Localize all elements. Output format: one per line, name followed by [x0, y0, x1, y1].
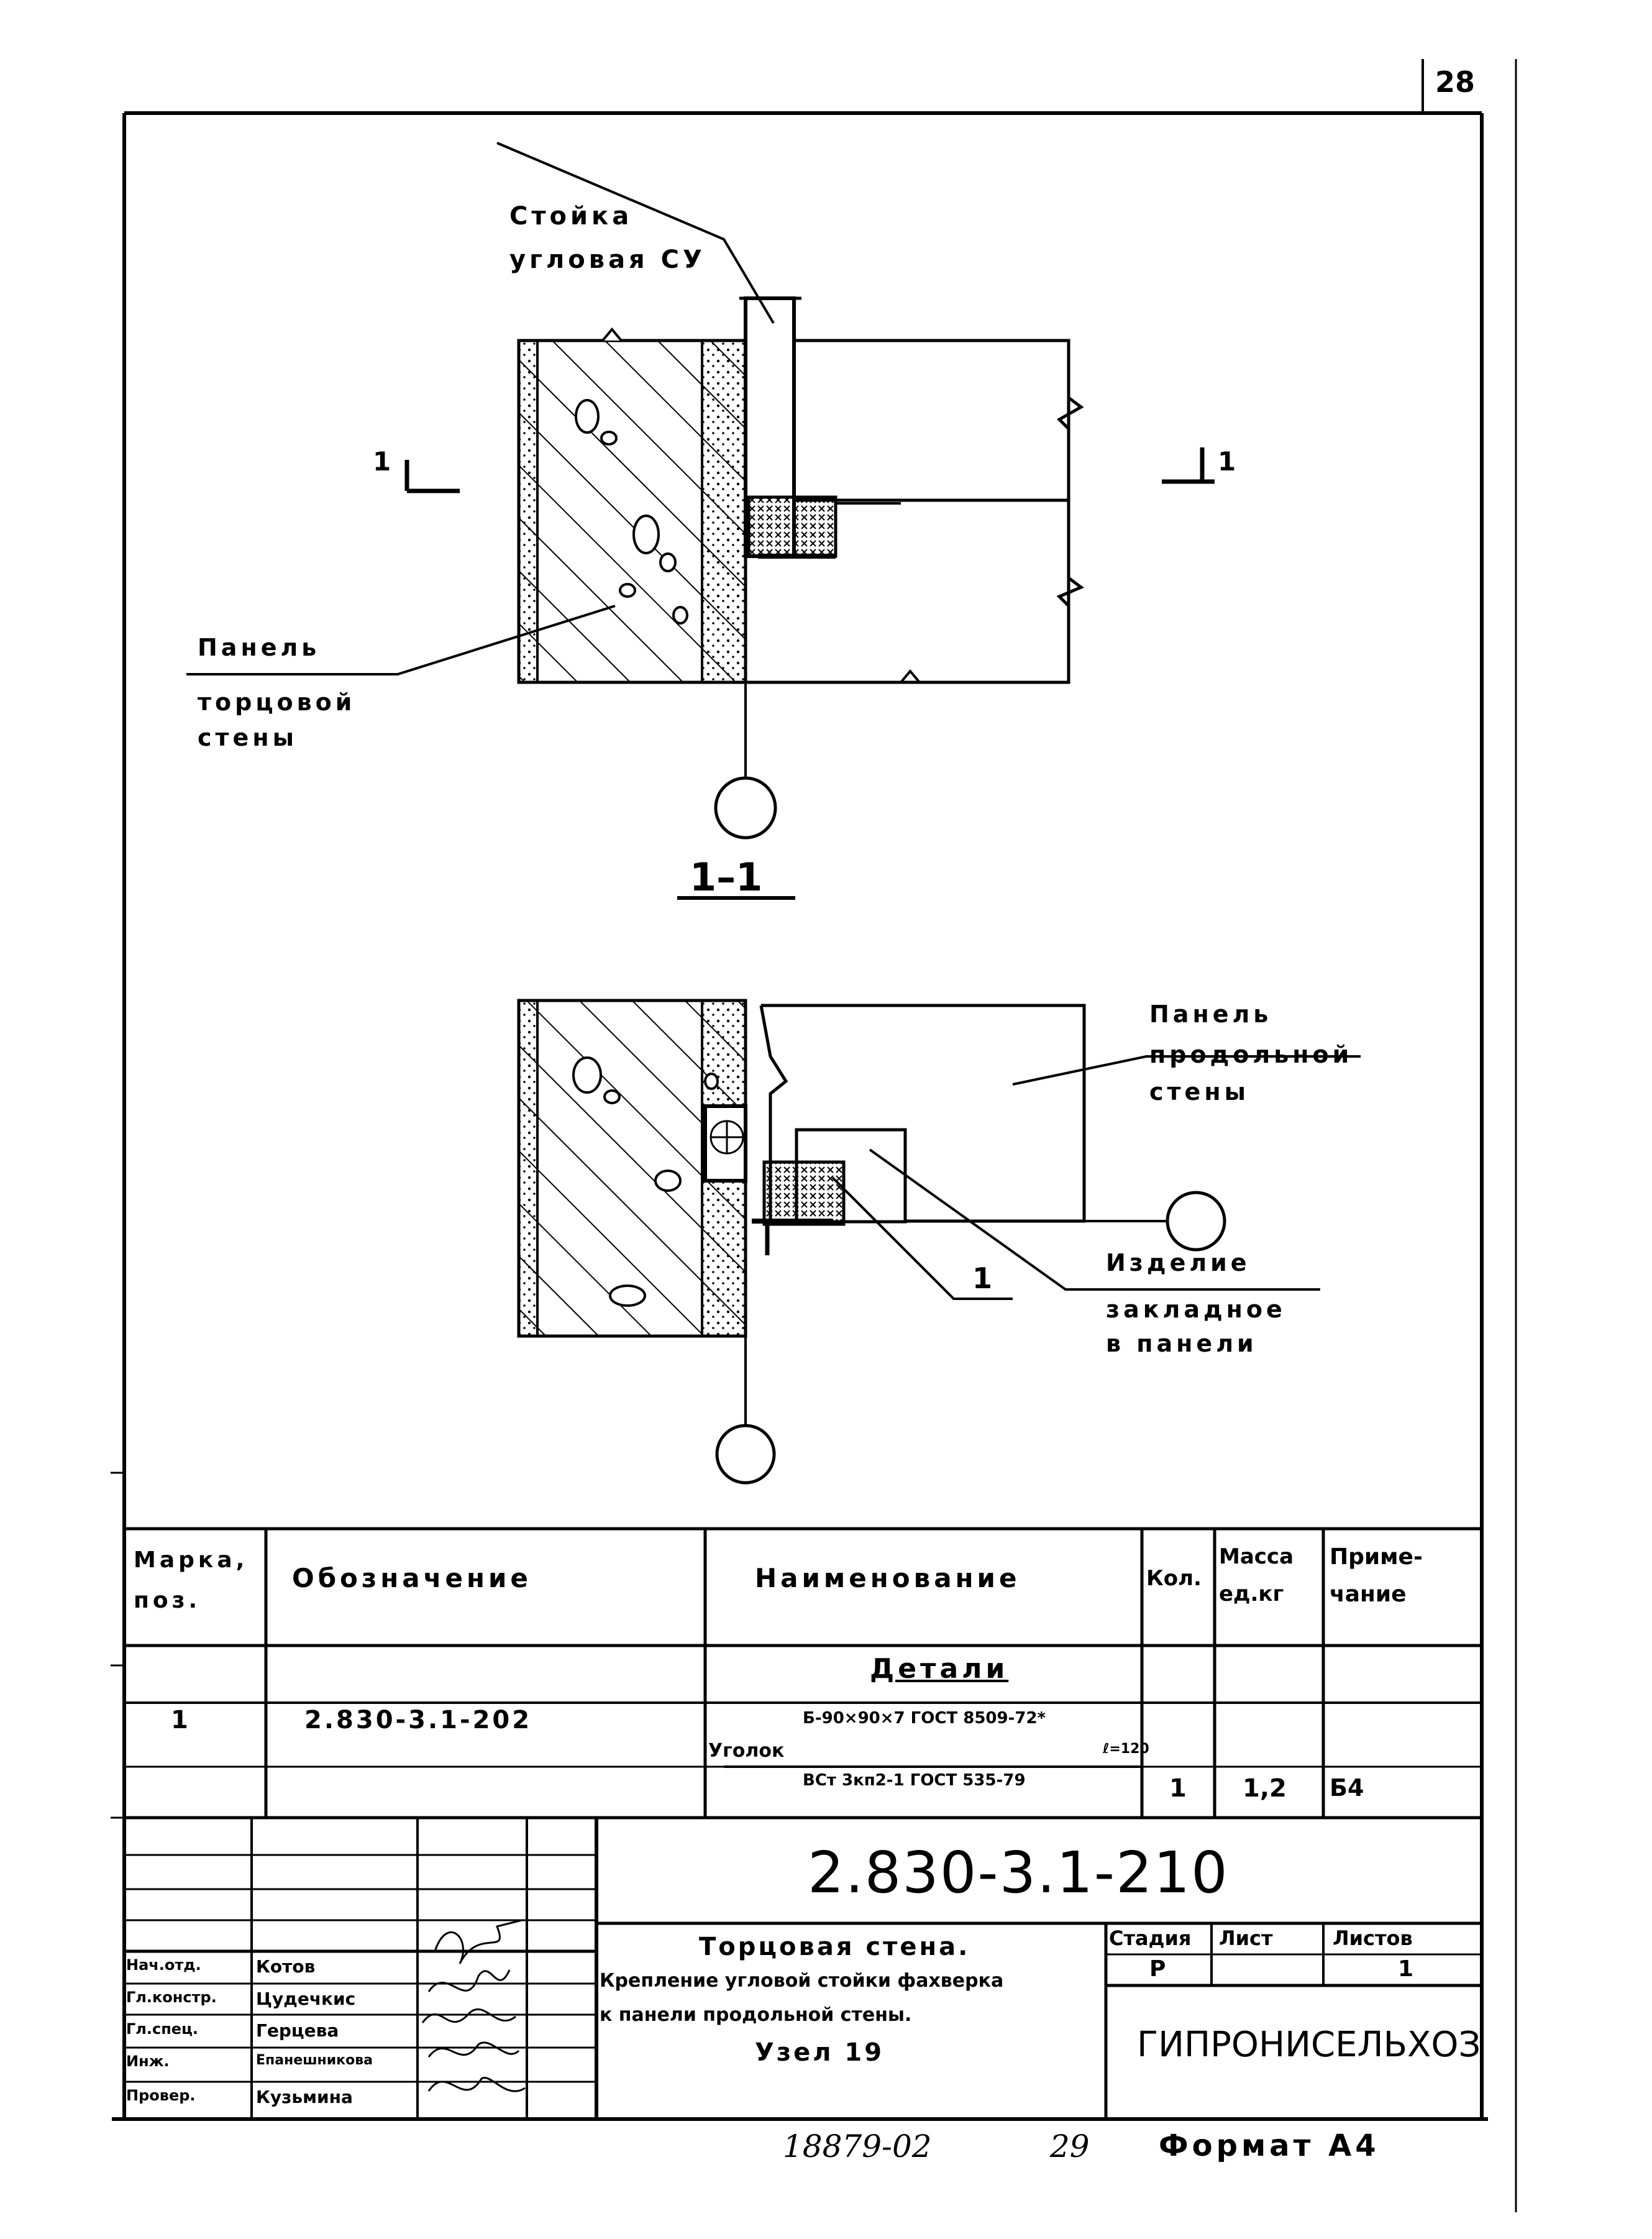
- callout-stoyka-line2: угловая СУ: [509, 245, 706, 274]
- section-mark-left: 1: [373, 446, 391, 477]
- sheet-header: Лист: [1219, 1926, 1273, 1950]
- person-name: Герцева: [256, 2020, 339, 2041]
- document-code: 2.830-3.1-210: [808, 1839, 1229, 1906]
- header-massa-line2: ед.кг: [1219, 1582, 1284, 1606]
- section-1-1-detail: [186, 142, 1215, 900]
- row1-name-bottom: ВСт 3кп2-1 ГОСТ 535-79: [803, 1771, 1026, 1790]
- person-role: Инж.: [126, 2053, 170, 2070]
- person-name: Кузьмина: [256, 2087, 353, 2107]
- title-block-grid: [124, 1818, 1482, 2119]
- inventory-number: 18879-02: [783, 2128, 932, 2164]
- row1-mass: 1,2: [1243, 1774, 1287, 1803]
- person-role: Гл.констр.: [126, 1989, 217, 2006]
- sheets-value: 1: [1398, 1956, 1414, 1982]
- callout-position-1: 1: [972, 1261, 993, 1295]
- title-line1: Торцовая стена.: [699, 1933, 970, 1961]
- header-kol: Кол.: [1146, 1566, 1202, 1591]
- header-oboznachenie: Обозначение: [292, 1563, 532, 1593]
- row1-length: ℓ=120: [1103, 1741, 1149, 1757]
- row1-name: Уголок: [708, 1740, 785, 1762]
- header-primech-line2: чание: [1330, 1582, 1407, 1607]
- row1-note: Б4: [1330, 1774, 1364, 1802]
- callout-izdelie-line1: Изделие: [1106, 1249, 1251, 1276]
- callout-panel-end-line2: торцовой: [198, 689, 356, 716]
- title-line4: Узел 19: [755, 2038, 885, 2067]
- spec-table-grid: [124, 1527, 1482, 1820]
- sheet-frame: [111, 59, 1517, 2212]
- row1-designation: 2.830-3.1-202: [304, 1706, 532, 1734]
- title-line3: к панели продольной стены.: [600, 2004, 912, 2026]
- section-mark-right: 1: [1218, 446, 1236, 477]
- person-name: Цудечкис: [256, 1989, 356, 2009]
- plan-detail: [517, 999, 1361, 1485]
- row1-qty: 1: [1169, 1774, 1187, 1803]
- header-naimenovanie: Наименование: [755, 1563, 1021, 1593]
- row1-position: 1: [171, 1706, 188, 1734]
- callout-panel-end-line1: Панель: [198, 634, 321, 661]
- page-number: 29: [1050, 2128, 1090, 2164]
- header-marka-line2: поз.: [134, 1588, 201, 1613]
- person-name: Котов: [256, 1956, 316, 1977]
- header-massa-line1: Масса: [1219, 1544, 1294, 1569]
- callout-panel-long-line2: продольной: [1149, 1041, 1353, 1068]
- header-marka-line1: Марка,: [134, 1547, 249, 1573]
- title-line2: Крепление угловой стойки фахверка: [600, 1970, 1004, 1992]
- callout-izdelie-line3: в панели: [1106, 1330, 1257, 1357]
- person-role: Нач.отд.: [126, 1956, 201, 1974]
- callout-izdelie-line2: закладное: [1106, 1296, 1286, 1323]
- stage-header: Стадия: [1109, 1926, 1192, 1950]
- person-role: Провер.: [126, 2087, 196, 2104]
- callout-panel-long-line3: стены: [1149, 1078, 1249, 1106]
- section-title-details: Детали: [870, 1653, 1009, 1685]
- person-name: Епанешникова: [256, 2053, 373, 2068]
- callout-panel-long-line1: Панель: [1149, 1000, 1272, 1028]
- signatures: [421, 1919, 526, 2092]
- row1-name-top: Б-90×90×7 ГОСТ 8509-72*: [803, 1709, 1046, 1728]
- stage-value: Р: [1149, 1956, 1166, 1982]
- person-role: Гл.спец.: [126, 2020, 198, 2038]
- callout-stoyka-line1: Стойка: [509, 202, 633, 231]
- sheets-header: Листов: [1333, 1926, 1413, 1950]
- organization-name: ГИПРОНИСЕЛЬХОЗ: [1137, 2025, 1481, 2065]
- section-label: 1–1: [690, 854, 763, 900]
- format-label: Формат А4: [1159, 2128, 1380, 2163]
- sheet-number: 28: [1435, 65, 1476, 99]
- header-primech-line1: Приме-: [1330, 1544, 1423, 1570]
- callout-panel-end-line3: стены: [198, 724, 298, 751]
